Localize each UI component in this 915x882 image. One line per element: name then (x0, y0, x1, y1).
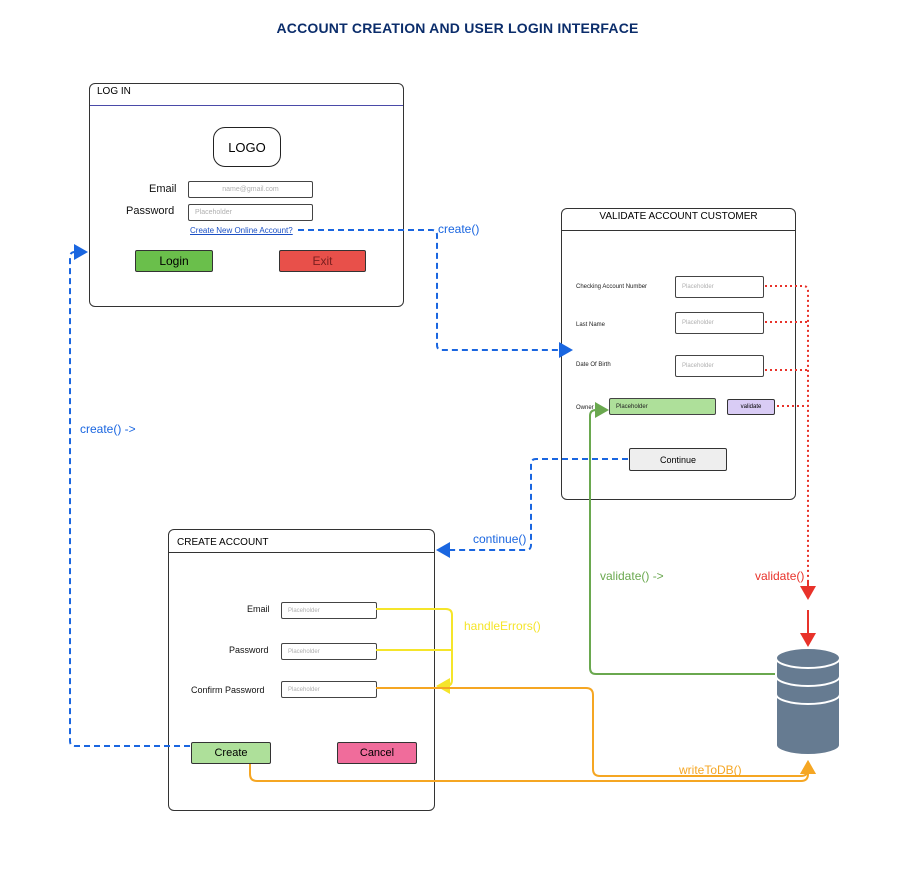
create-panel-title: CREATE ACCOUNT (177, 537, 269, 548)
create-account-link[interactable]: Create New Online Account? (190, 226, 293, 235)
create-password-input[interactable]: Placeholder (281, 643, 377, 660)
validate-panel-divider (562, 230, 795, 231)
login-panel-title: LOG IN (97, 86, 131, 97)
write-db-label: writeToDB() (679, 763, 742, 777)
cancel-button[interactable]: Cancel (337, 742, 417, 764)
login-email-label: Email (149, 183, 177, 195)
login-panel-divider (90, 105, 403, 106)
login-password-label: Password (126, 205, 175, 217)
page-title: ACCOUNT CREATION AND USER LOGIN INTERFAC… (276, 20, 639, 36)
create-call-label: create() (438, 222, 480, 236)
continue-call-label: continue() (473, 532, 527, 546)
continue-button[interactable]: Continue (629, 448, 727, 471)
last-name-input[interactable]: Placeholder (675, 312, 764, 334)
create-email-input[interactable]: Placeholder (281, 602, 377, 619)
owner-label: Owner (576, 405, 594, 411)
logo: LOGO (213, 127, 281, 167)
date-of-birth-input[interactable]: Placeholder (675, 355, 764, 377)
handle-errors-label: handleErrors() (464, 619, 541, 633)
flow-create-to-login (69, 244, 190, 747)
database-icon (775, 647, 841, 756)
checking-account-label: Checking Account Number (576, 284, 648, 290)
flow-handle-errors (376, 608, 453, 694)
owner-field[interactable]: Placeholder (609, 398, 716, 415)
confirm-password-label: Confirm Password (191, 685, 265, 695)
validate-red-label: validate() (755, 569, 805, 583)
create-password-label: Password (229, 645, 269, 655)
exit-button[interactable]: Exit (279, 250, 366, 272)
create-account-panel: CREATE ACCOUNT Email Placeholder Passwor… (168, 529, 435, 811)
login-button[interactable]: Login (135, 250, 213, 272)
login-password-input[interactable]: Placeholder (188, 204, 313, 221)
create-panel-divider (169, 552, 434, 553)
flow-write-db (249, 687, 816, 782)
create-return-label: create() -> (80, 422, 136, 436)
confirm-password-input[interactable]: Placeholder (281, 681, 377, 698)
flow-continue-to-create (436, 458, 628, 558)
login-email-input[interactable]: name@gmail.com (188, 181, 313, 198)
login-panel: LOG IN LOGO Email name@gmail.com Passwor… (89, 83, 404, 307)
create-email-label: Email (247, 604, 270, 614)
validate-panel: VALIDATE ACCOUNT CUSTOMER Checking Accou… (561, 208, 796, 500)
flow-validate-red-lines (765, 285, 809, 597)
create-button[interactable]: Create (191, 742, 271, 764)
date-of-birth-label: Date Of Birth (576, 362, 611, 368)
validate-panel-title: VALIDATE ACCOUNT CUSTOMER (599, 211, 758, 222)
flow-create-to-validate (298, 229, 573, 358)
checking-account-input[interactable]: Placeholder (675, 276, 764, 298)
validate-green-label: validate() -> (600, 569, 664, 583)
flow-validate-green (589, 402, 776, 675)
validate-button[interactable]: validate (727, 399, 775, 415)
last-name-label: Last Name (576, 322, 606, 328)
